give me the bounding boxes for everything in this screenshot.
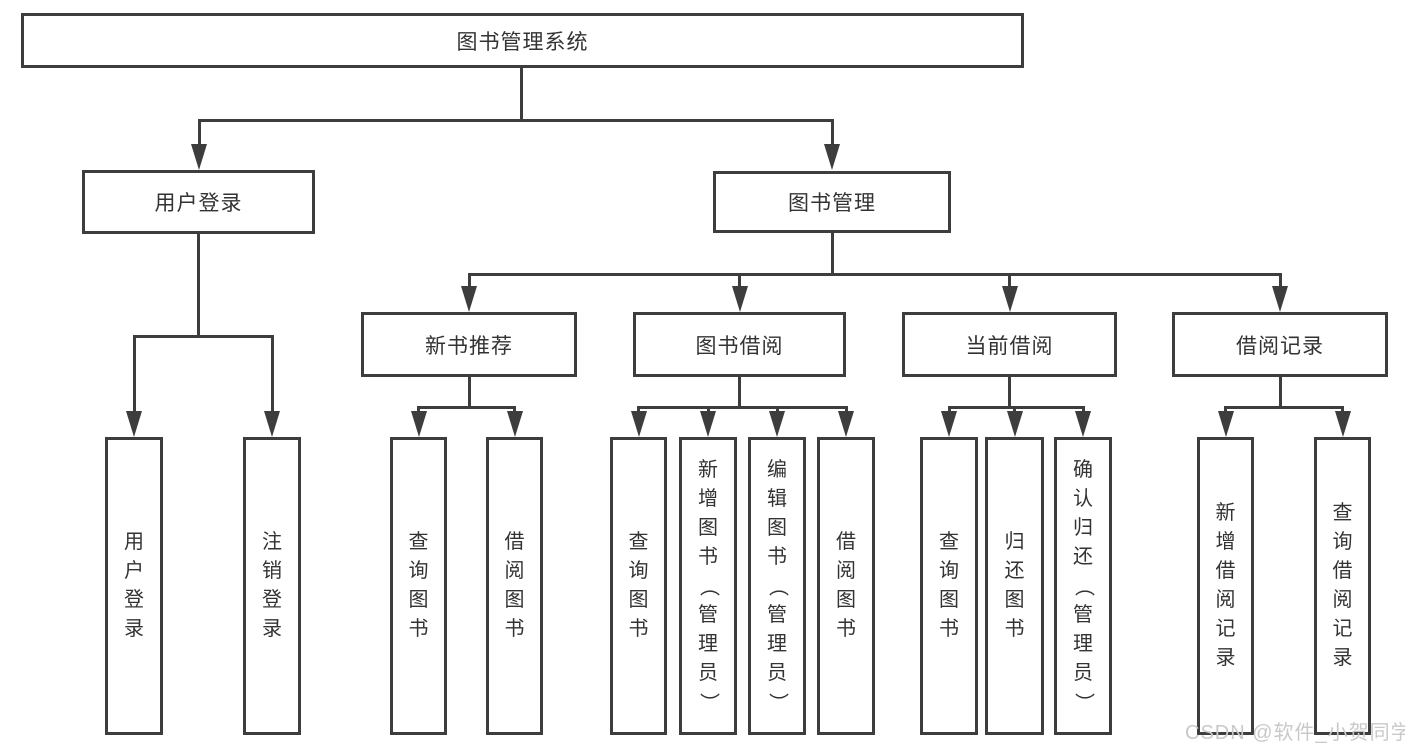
arrow-down-query-books-recommend: [411, 411, 427, 437]
csdn-watermark: CSDN @软件_小贺同学: [1185, 722, 1405, 744]
arrow-down-current-borrow: [1002, 286, 1018, 312]
arrow-down-borrow-books-recommend: [507, 411, 523, 437]
arrow-down-query-books-current: [941, 411, 957, 437]
node-library-system: 图书管理系统: [21, 13, 1024, 68]
node-book-borrow: 图书借阅: [633, 312, 846, 377]
connector-to-borrow-books: [845, 406, 848, 415]
connector-to-new-book-recommend: [468, 273, 471, 290]
connector-borrow-split: [637, 406, 848, 409]
connector-to-edit-book-admin: [776, 406, 779, 415]
connector-to-add-book-admin: [707, 406, 710, 415]
leaf-logout: 注销登录: [243, 437, 301, 735]
connector-user-login-split: [133, 335, 274, 338]
leaf-borrow-books-recommend: 借阅图书: [486, 437, 543, 735]
arrow-down-confirm-return: [1075, 411, 1091, 437]
connector-recommend-split: [417, 406, 516, 409]
arrow-down-book-management: [824, 144, 840, 170]
arrow-down-query-borrow-record: [1335, 411, 1351, 437]
arrow-down-book-borrow: [732, 286, 748, 312]
connector-to-borrow-records: [1279, 273, 1282, 290]
connector-to-book-borrow: [738, 273, 741, 290]
connector-borrow-stem: [738, 377, 741, 406]
connector-to-leaf-user-login: [133, 335, 136, 415]
connector-to-return-book: [1013, 406, 1016, 415]
arrow-down-add-borrow-record: [1218, 411, 1234, 437]
connector-records-split: [1224, 406, 1344, 409]
leaf-user-login: 用户登录: [105, 437, 163, 735]
connector-root-stem: [520, 68, 523, 119]
node-current-borrow: 当前借阅: [902, 312, 1117, 377]
connector-current-split: [948, 406, 1085, 409]
connector-to-confirm-return: [1082, 406, 1085, 415]
arrow-down-leaf-user-login: [126, 411, 142, 437]
connector-book-management-stem: [831, 233, 834, 273]
connector-to-query-books-recommend: [417, 406, 420, 415]
connector-to-user-login: [198, 119, 201, 148]
connector-root-split: [198, 119, 834, 122]
arrow-down-query-books-borrow: [631, 411, 647, 437]
leaf-confirm-return-admin: 确认归还（管理员）: [1054, 437, 1112, 735]
connector-to-book-management: [831, 119, 834, 148]
leaf-return-book: 归还图书: [985, 437, 1044, 735]
connector-records-stem: [1279, 377, 1282, 406]
node-borrow-records: 借阅记录: [1172, 312, 1388, 377]
arrow-down-return-book: [1007, 411, 1023, 437]
connector-book-management-split: [468, 273, 1282, 276]
connector-user-login-stem: [197, 234, 200, 335]
connector-to-query-books-current: [948, 406, 951, 415]
connector-recommend-stem: [468, 377, 471, 406]
arrow-down-leaf-logout: [264, 411, 280, 437]
connector-to-borrow-books-recommend: [513, 406, 516, 415]
leaf-query-books-recommend: 查询图书: [390, 437, 447, 735]
leaf-query-books-current: 查询图书: [920, 437, 978, 735]
connector-to-current-borrow: [1008, 273, 1011, 290]
connector-to-add-borrow-record: [1224, 406, 1227, 415]
node-user-login: 用户登录: [82, 170, 315, 234]
leaf-add-borrow-record: 新增借阅记录: [1197, 437, 1254, 735]
connector-current-stem: [1008, 377, 1011, 406]
arrow-down-borrow-records: [1272, 286, 1288, 312]
node-new-book-recommend: 新书推荐: [361, 312, 577, 377]
arrow-down-new-book-recommend: [461, 286, 477, 312]
arrow-down-user-login: [191, 144, 207, 170]
leaf-query-books-borrow: 查询图书: [610, 437, 667, 735]
leaf-query-borrow-record: 查询借阅记录: [1314, 437, 1371, 735]
arrow-down-borrow-books: [838, 411, 854, 437]
node-book-management: 图书管理: [713, 171, 951, 233]
leaf-edit-book-admin: 编辑图书（管理员）: [748, 437, 806, 735]
leaf-add-book-admin: 新增图书（管理员）: [679, 437, 737, 735]
leaf-borrow-books: 借阅图书: [817, 437, 875, 735]
connector-to-query-books-borrow: [637, 406, 640, 415]
connector-to-leaf-logout: [271, 335, 274, 415]
arrow-down-edit-book-admin: [769, 411, 785, 437]
arrow-down-add-book-admin: [700, 411, 716, 437]
connector-to-query-borrow-record: [1341, 406, 1344, 415]
